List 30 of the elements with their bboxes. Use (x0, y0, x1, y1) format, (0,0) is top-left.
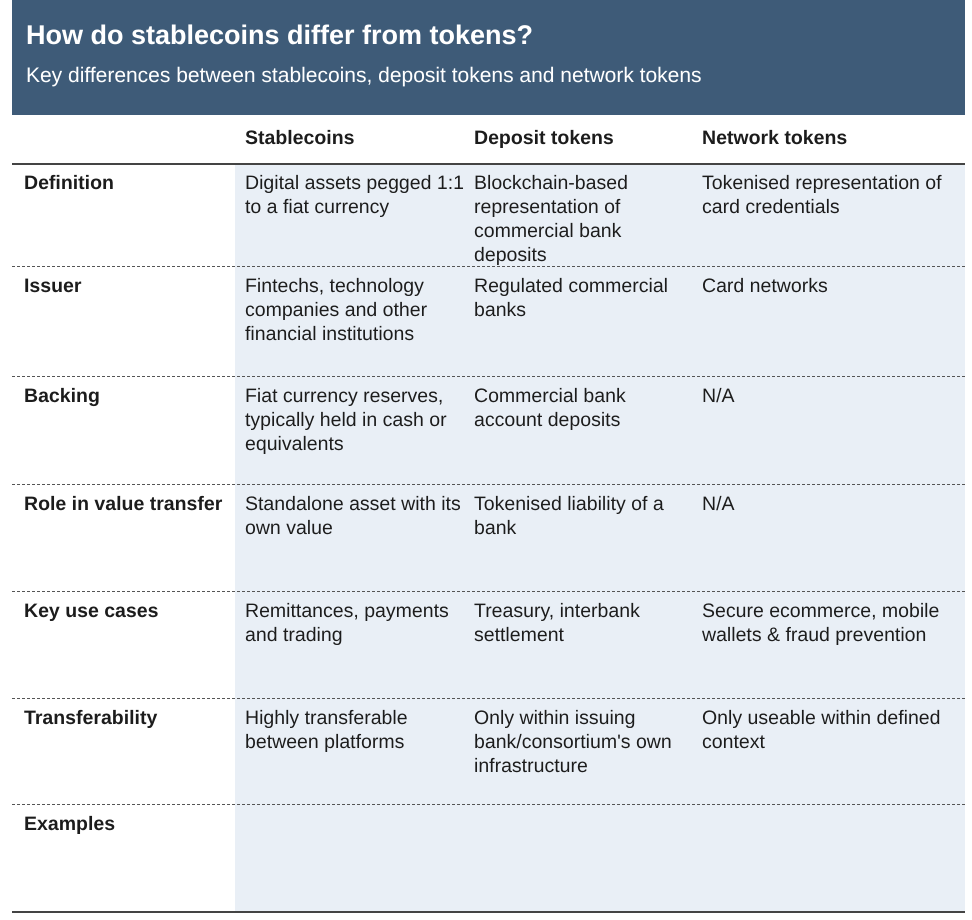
body-text: Digital assets pegged 1:1 to a fiat currency (245, 171, 465, 219)
body-text: Standalone asset with its own value (245, 492, 462, 540)
row-label: Examples (24, 812, 116, 836)
row-label: Issuer (24, 274, 82, 298)
body-text: Secure ecommerce, mobile wallets & fraud prevention (702, 599, 940, 647)
body-text: Only within issuing bank/consortium's own infrastructure (474, 706, 673, 778)
row-label: Key use cases (24, 599, 158, 623)
title: How do stablecoins differ from tokens? (26, 20, 534, 51)
row-label: Role in value transfer (24, 492, 222, 516)
body-text: Tokenised liability of a bank (474, 492, 665, 540)
row-label: Transferability (24, 706, 158, 730)
body-text: Only useable within defined context (702, 706, 942, 754)
column-header: Stablecoins (245, 126, 354, 150)
row-label: Definition (24, 171, 114, 195)
body-text: Commercial bank account deposits (474, 384, 627, 432)
column-header: Deposit tokens (474, 126, 614, 150)
body-text: Fintechs, technology companies and other financial institutions (245, 274, 428, 346)
body-text: Tokenised representation of card credentials (702, 171, 943, 219)
body-text: N/A (702, 384, 735, 408)
body-text: Card networks (702, 274, 828, 298)
body-text: Fiat currency reserves, typically held in cash or equivalents (245, 384, 448, 456)
subtitle: Key differences between stablecoins, deposit tokens and network tokens (26, 64, 702, 88)
body-text: Regulated commercial banks (474, 274, 670, 322)
body-text: Remittances, payments and trading (245, 599, 450, 647)
row-label: Backing (24, 384, 100, 408)
body-text: Treasury, interbank settlement (474, 599, 641, 647)
body-text: Highly transferable between platforms (245, 706, 409, 754)
body-text: N/A (702, 492, 735, 516)
body-text: Blockchain-based representation of commercial bank deposits (474, 171, 629, 267)
column-header: Network tokens (702, 126, 848, 150)
